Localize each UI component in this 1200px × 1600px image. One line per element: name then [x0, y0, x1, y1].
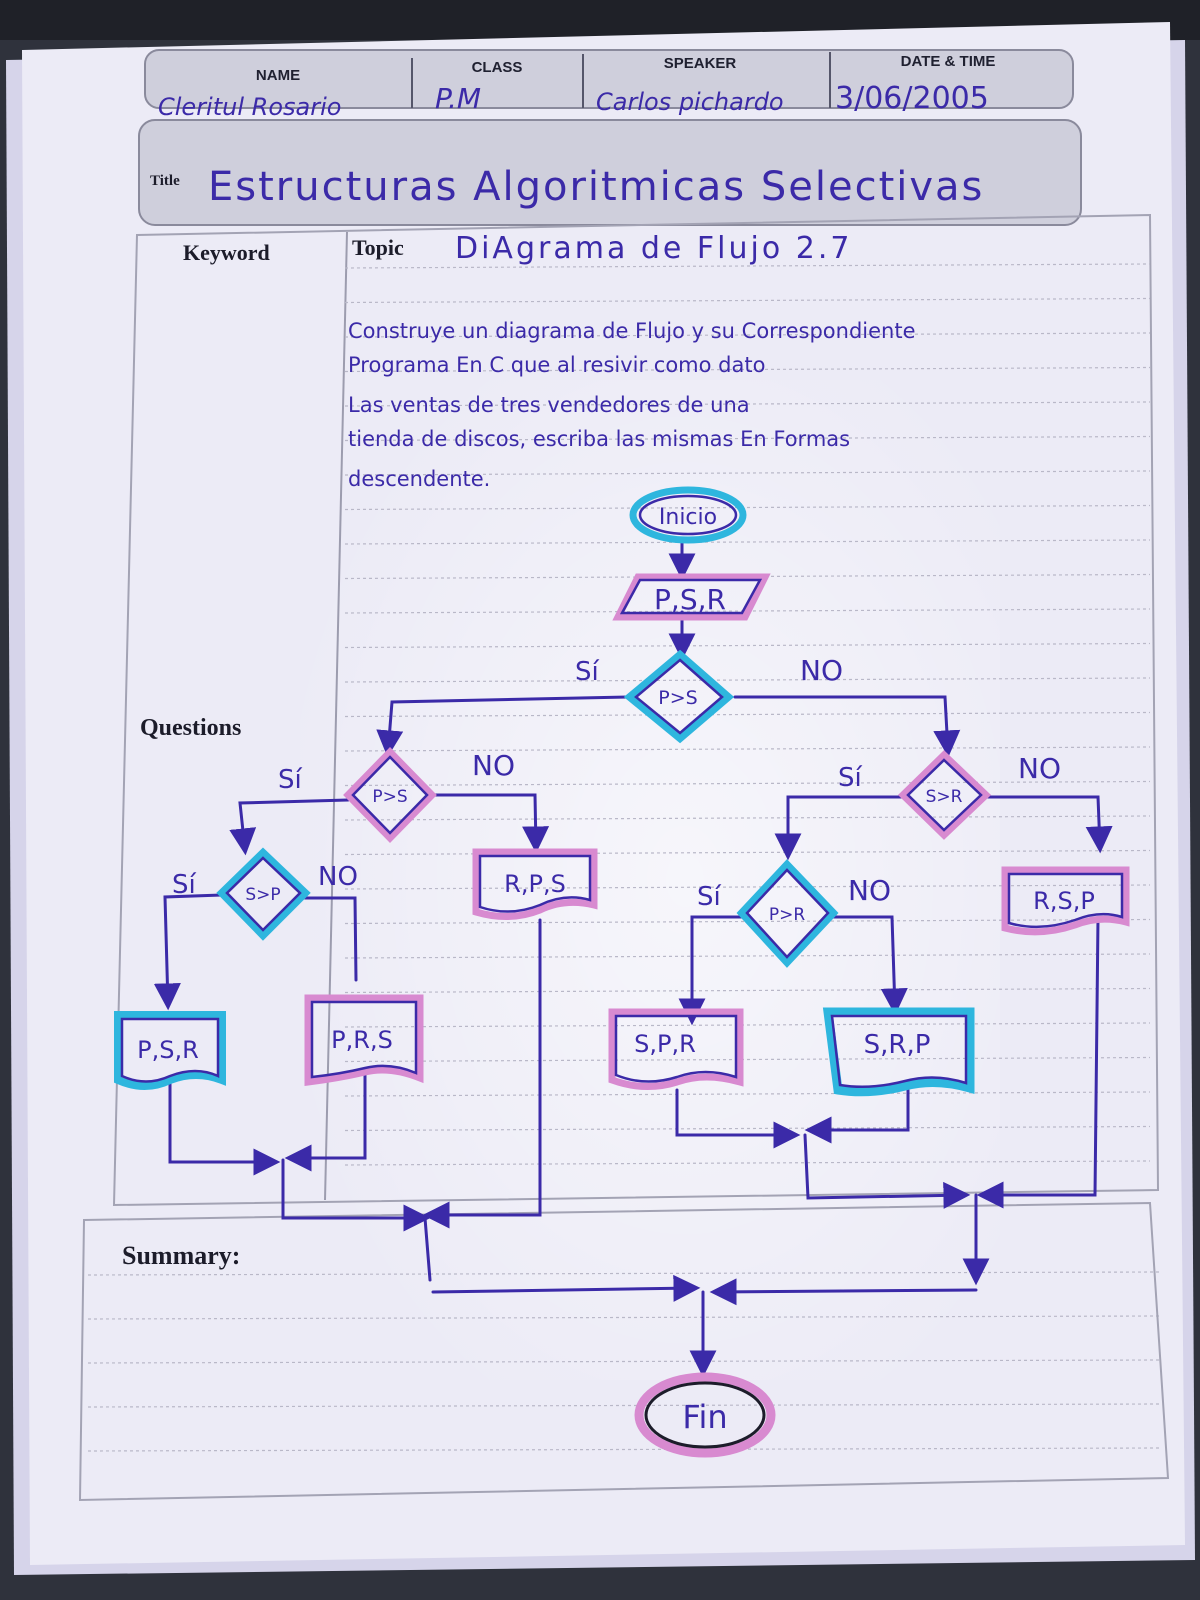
ruled-line: [344, 1091, 1151, 1097]
ruled-line: [344, 953, 1151, 959]
speaker-label: SPEAKER: [664, 55, 737, 72]
statement-line: Las ventas de tres vendedores de una: [348, 393, 750, 417]
ruled-line: [344, 677, 1151, 683]
yes-label: Sí: [838, 763, 863, 793]
decision-1: [623, 649, 735, 744]
ruled-line: [344, 539, 1151, 545]
ruled-line: [344, 987, 1151, 994]
name-label: NAME: [256, 67, 300, 84]
title-value: Estructuras Algoritmicas Selectivas: [208, 164, 984, 210]
summary-box: [78, 1201, 1170, 1502]
ruled-line: [344, 263, 1151, 269]
decision-3-text: S>P: [245, 885, 280, 905]
output-3-text: R,P,S: [504, 870, 566, 898]
ruled-line: [344, 504, 1151, 511]
start-terminal: [629, 486, 747, 544]
statement-line: descendente.: [348, 467, 490, 491]
end-terminal: [634, 1372, 776, 1458]
yes-label: Sí: [278, 765, 303, 795]
decision-4: [897, 750, 992, 840]
output-document-6: R,S,P: [1001, 866, 1130, 936]
decision-2-text: P>S: [372, 787, 407, 807]
output-1-text: P,S,R: [137, 1036, 199, 1064]
statement-line: Programa En C que al resivir como dato: [348, 353, 765, 377]
no-label: NO: [848, 874, 891, 907]
end-terminal-outline: [644, 1381, 766, 1449]
topic-value: DiAgrama de Flujo 2.7: [455, 231, 852, 266]
header-box: [144, 49, 1074, 109]
decision-3: [216, 847, 311, 941]
yes-label: Sí: [575, 657, 600, 687]
decision-5-text: P>R: [769, 905, 805, 925]
ruled-line: [344, 1022, 1151, 1028]
output-4-text: S,P,R: [634, 1030, 696, 1058]
date-time-value: 3/06/2005: [835, 81, 989, 116]
ruled-line: [344, 1056, 1151, 1063]
ruled-line: [344, 435, 1151, 442]
input-text: P,S,R: [654, 583, 726, 616]
statement-line: tienda de discos, escriba las mismas En …: [348, 427, 850, 451]
output-2-text: P,R,S: [331, 1026, 393, 1054]
date-time-label: DATE & TIME: [901, 53, 996, 70]
questions-label: Questions: [140, 715, 241, 741]
start-terminal-outline: [638, 494, 738, 536]
name-value: Cleritul Rosario: [158, 93, 341, 121]
output-document-4: S,P,R: [608, 1008, 744, 1091]
decision-3-outline: [225, 856, 302, 932]
yes-label: Sí: [697, 882, 722, 912]
ruled-line: [344, 1160, 1151, 1166]
decision-4-outline: [906, 758, 983, 832]
output-5-text: S,R,P: [864, 1030, 931, 1060]
start-text: Inicio: [659, 505, 717, 530]
decision-4-text: S>R: [926, 787, 963, 807]
decision-5: [736, 859, 839, 968]
output-document-2: P,R,S: [304, 994, 424, 1086]
title-label: Title: [150, 173, 180, 189]
ruled-line: [344, 746, 1151, 752]
ruled-line: [87, 1315, 1161, 1320]
input-parallelogram: [612, 573, 771, 621]
input-parallelogram-outline: [619, 578, 763, 615]
ruled-line: [344, 642, 1151, 649]
output-document-1: P,S,R: [114, 1011, 226, 1090]
yes-label: Sí: [172, 870, 197, 900]
ruled-line: [344, 401, 1151, 407]
summary-label: Summary:: [122, 1241, 240, 1270]
no-label: NO: [800, 654, 843, 687]
keyword-label: Keyword: [183, 240, 270, 265]
output-6-text: R,S,P: [1033, 887, 1095, 915]
ruled-line: [344, 780, 1151, 787]
end-text: Fin: [682, 1398, 727, 1436]
no-label: NO: [318, 862, 358, 892]
ruled-line: [344, 332, 1151, 338]
ruled-line: [344, 297, 1151, 304]
notes-frame: [112, 213, 1160, 1207]
decision-1-outline: [634, 658, 724, 735]
cue-column-divider: [324, 231, 348, 1201]
no-label: NO: [472, 749, 515, 782]
class-value: P.M: [435, 82, 481, 115]
flowchart-connectors: [153, 538, 1113, 1378]
statement-line: Construye un diagrama de Flujo y su Corr…: [348, 319, 916, 343]
output-document-5: S,R,P: [822, 1007, 975, 1097]
topic-label: Topic: [352, 235, 404, 260]
decision-5-outline: [745, 868, 830, 959]
ruled-line: [344, 1125, 1151, 1132]
ruled-line: [344, 711, 1151, 718]
ruled-line: [344, 366, 1151, 373]
ruled-line: [344, 815, 1151, 821]
class-label: CLASS: [472, 59, 523, 76]
ruled-line: [87, 1403, 1161, 1408]
ruled-line: [87, 1447, 1161, 1452]
output-document-3: R,P,S: [472, 848, 598, 921]
ruled-line: [87, 1271, 1161, 1276]
decision-1-text: P>S: [658, 687, 697, 709]
no-label: NO: [1018, 752, 1061, 785]
ruled-line: [87, 1359, 1161, 1364]
decision-2: [343, 746, 437, 844]
decision-2-outline: [351, 755, 429, 835]
speaker-value: Carlos pichardo: [596, 88, 784, 116]
ruled-line: [344, 470, 1151, 476]
